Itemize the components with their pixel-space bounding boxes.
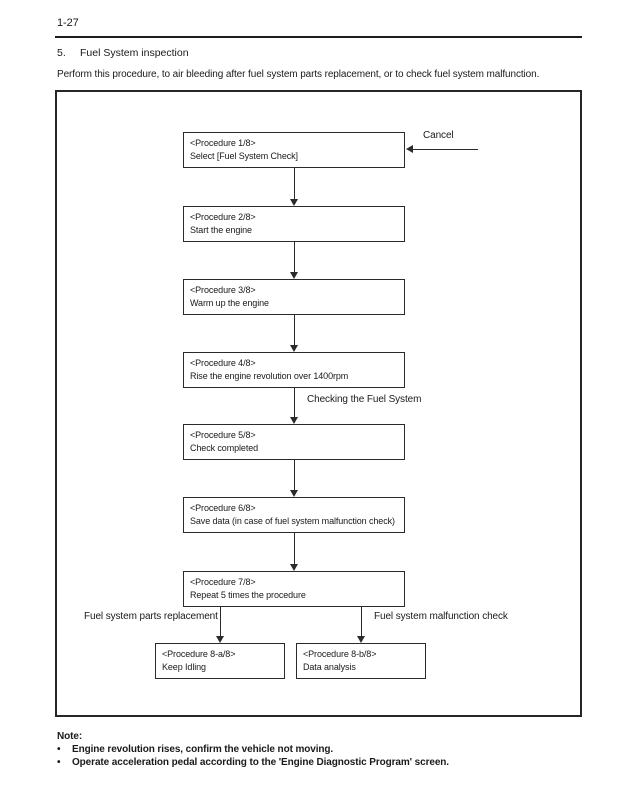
note-item-text: Engine revolution rises, confirm the veh… — [72, 744, 334, 755]
procedure-desc: Check completed — [190, 442, 259, 453]
branch-right-label: Fuel system malfunction check — [374, 611, 508, 622]
procedure-box-2: <Procedure 2/8> Start the engine — [183, 206, 405, 242]
header-rule — [55, 36, 582, 38]
flow-arrow-6 — [290, 533, 299, 571]
branch-arrow-right — [357, 607, 366, 643]
cancel-label: Cancel — [423, 130, 454, 141]
arrow-down-icon — [290, 272, 298, 279]
procedure-box-1: <Procedure 1/8> Select [Fuel System Chec… — [183, 132, 405, 168]
arrow-down-icon — [290, 564, 298, 571]
page-number: 1-27 — [57, 17, 79, 29]
procedure-box-4: <Procedure 4/8> Rise the engine revoluti… — [183, 352, 405, 388]
procedure-title: <Procedure 4/8> — [190, 358, 256, 368]
section-number: 5. — [57, 47, 66, 59]
flow-arrow-1 — [290, 168, 299, 206]
arrow-line — [293, 168, 296, 201]
procedure-title: <Procedure 6/8> — [190, 503, 256, 513]
arrow-line — [293, 533, 296, 566]
section-title-text: Fuel System inspection — [80, 47, 189, 59]
procedure-desc: Data analysis — [303, 661, 356, 672]
procedure-box-6: <Procedure 6/8> Save data (in case of fu… — [183, 497, 405, 533]
procedure-title: <Procedure 8-a/8> — [162, 649, 236, 659]
intro-paragraph: Perform this procedure, to air bleeding … — [57, 69, 540, 80]
procedure-box-3: <Procedure 3/8> Warm up the engine — [183, 279, 405, 315]
flow-arrow-3 — [290, 315, 299, 352]
arrow-line — [293, 388, 296, 419]
flow-arrow-4 — [290, 388, 299, 424]
procedure-title: <Procedure 7/8> — [190, 577, 256, 587]
arrow-down-icon — [290, 345, 298, 352]
procedure-box-8b: <Procedure 8-b/8> Data analysis — [296, 643, 426, 679]
arrow-down-icon — [290, 417, 298, 424]
note-item-text: Operate acceleration pedal according to … — [72, 757, 449, 768]
arrow-line — [360, 607, 363, 638]
procedure-desc: Save data (in case of fuel system malfun… — [190, 515, 395, 526]
flowchart-frame: <Procedure 1/8> Select [Fuel System Chec… — [55, 90, 582, 717]
procedure-desc: Start the engine — [190, 224, 252, 235]
branch-left-label: Fuel system parts replacement — [84, 611, 218, 622]
arrow-down-icon — [216, 636, 224, 643]
procedure-box-8a: <Procedure 8-a/8> Keep Idling — [155, 643, 285, 679]
procedure-desc: Warm up the engine — [190, 297, 269, 308]
procedure-desc: Select [Fuel System Check] — [190, 150, 298, 161]
note-item-2: • Operate acceleration pedal according t… — [57, 757, 449, 768]
procedure-title: <Procedure 2/8> — [190, 212, 256, 222]
procedure-box-7: <Procedure 7/8> Repeat 5 times the proce… — [183, 571, 405, 607]
note-item-1: • Engine revolution rises, confirm the v… — [57, 744, 333, 755]
branch-arrow-left — [216, 607, 225, 643]
arrow-down-icon — [290, 490, 298, 497]
arrow-line — [411, 148, 478, 151]
procedure-title: <Procedure 5/8> — [190, 430, 256, 440]
section-heading: 5. Fuel System inspection — [57, 47, 189, 59]
procedure-title: <Procedure 3/8> — [190, 285, 256, 295]
bullet-icon: • — [57, 757, 61, 768]
procedure-title: <Procedure 1/8> — [190, 138, 256, 148]
arrow-left-icon — [406, 145, 413, 153]
note-heading: Note: — [57, 731, 83, 742]
cancel-arrow — [406, 145, 478, 154]
arrow-line — [293, 242, 296, 274]
procedure-desc: Rise the engine revolution over 1400rpm — [190, 370, 349, 381]
procedure-box-5: <Procedure 5/8> Check completed — [183, 424, 405, 460]
arrow-down-icon — [357, 636, 365, 643]
checking-label: Checking the Fuel System — [307, 394, 422, 405]
procedure-desc: Repeat 5 times the procedure — [190, 589, 306, 600]
procedure-title: <Procedure 8-b/8> — [303, 649, 377, 659]
arrow-down-icon — [290, 199, 298, 206]
procedure-desc: Keep Idling — [162, 661, 206, 672]
arrow-line — [219, 607, 222, 638]
arrow-line — [293, 460, 296, 492]
bullet-icon: • — [57, 744, 61, 755]
flow-arrow-2 — [290, 242, 299, 279]
arrow-line — [293, 315, 296, 347]
flow-arrow-5 — [290, 460, 299, 497]
